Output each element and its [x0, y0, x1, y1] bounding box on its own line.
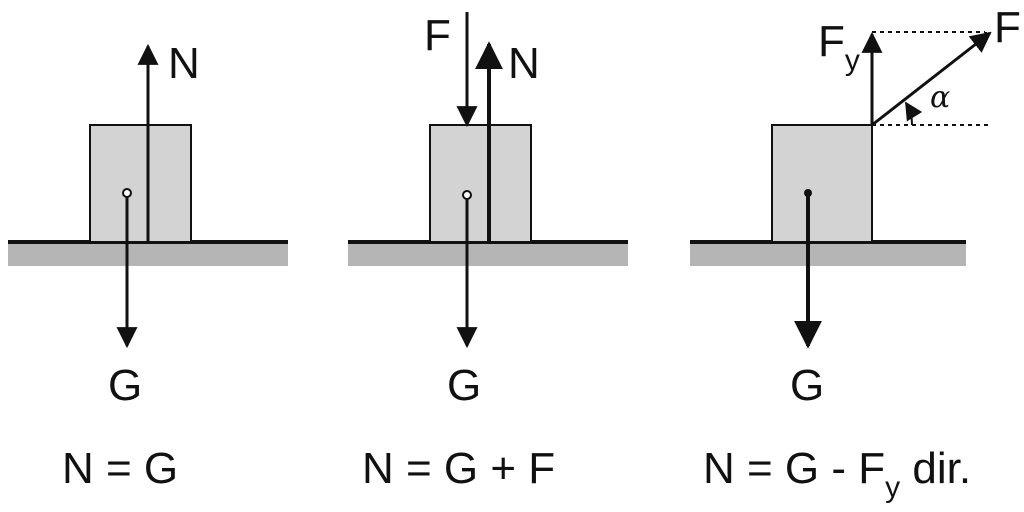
label-g: G [447, 361, 481, 410]
center-of-mass-dot [122, 188, 132, 198]
block [429, 124, 532, 243]
panel-3-pulled-block: Fy F α G N = G - Fy dir. [690, 3, 1021, 504]
equation: N = G [62, 444, 178, 493]
ground-surface [348, 242, 628, 266]
panel-2-pushed-block: F N G N = G + F [348, 11, 628, 493]
label-f: F [424, 11, 451, 60]
label-alpha: α [930, 80, 950, 115]
label-f: F [994, 3, 1021, 52]
block [771, 124, 873, 243]
equation: N = G - Fy dir. [703, 444, 971, 504]
block [89, 124, 192, 243]
label-g: G [108, 361, 142, 410]
panel-1-resting-block: N G N = G [8, 39, 288, 493]
label-fy: Fy [818, 17, 860, 77]
angle-arc [905, 101, 923, 126]
center-of-mass-dot [804, 189, 812, 197]
label-g: G [790, 361, 824, 410]
applied-force-arrow [871, 31, 992, 127]
center-of-mass-dot [462, 190, 472, 200]
equation: N = G + F [362, 444, 555, 493]
ground-surface [690, 242, 966, 266]
ground-surface [8, 242, 288, 266]
label-n: N [508, 39, 540, 88]
label-n: N [168, 39, 200, 88]
